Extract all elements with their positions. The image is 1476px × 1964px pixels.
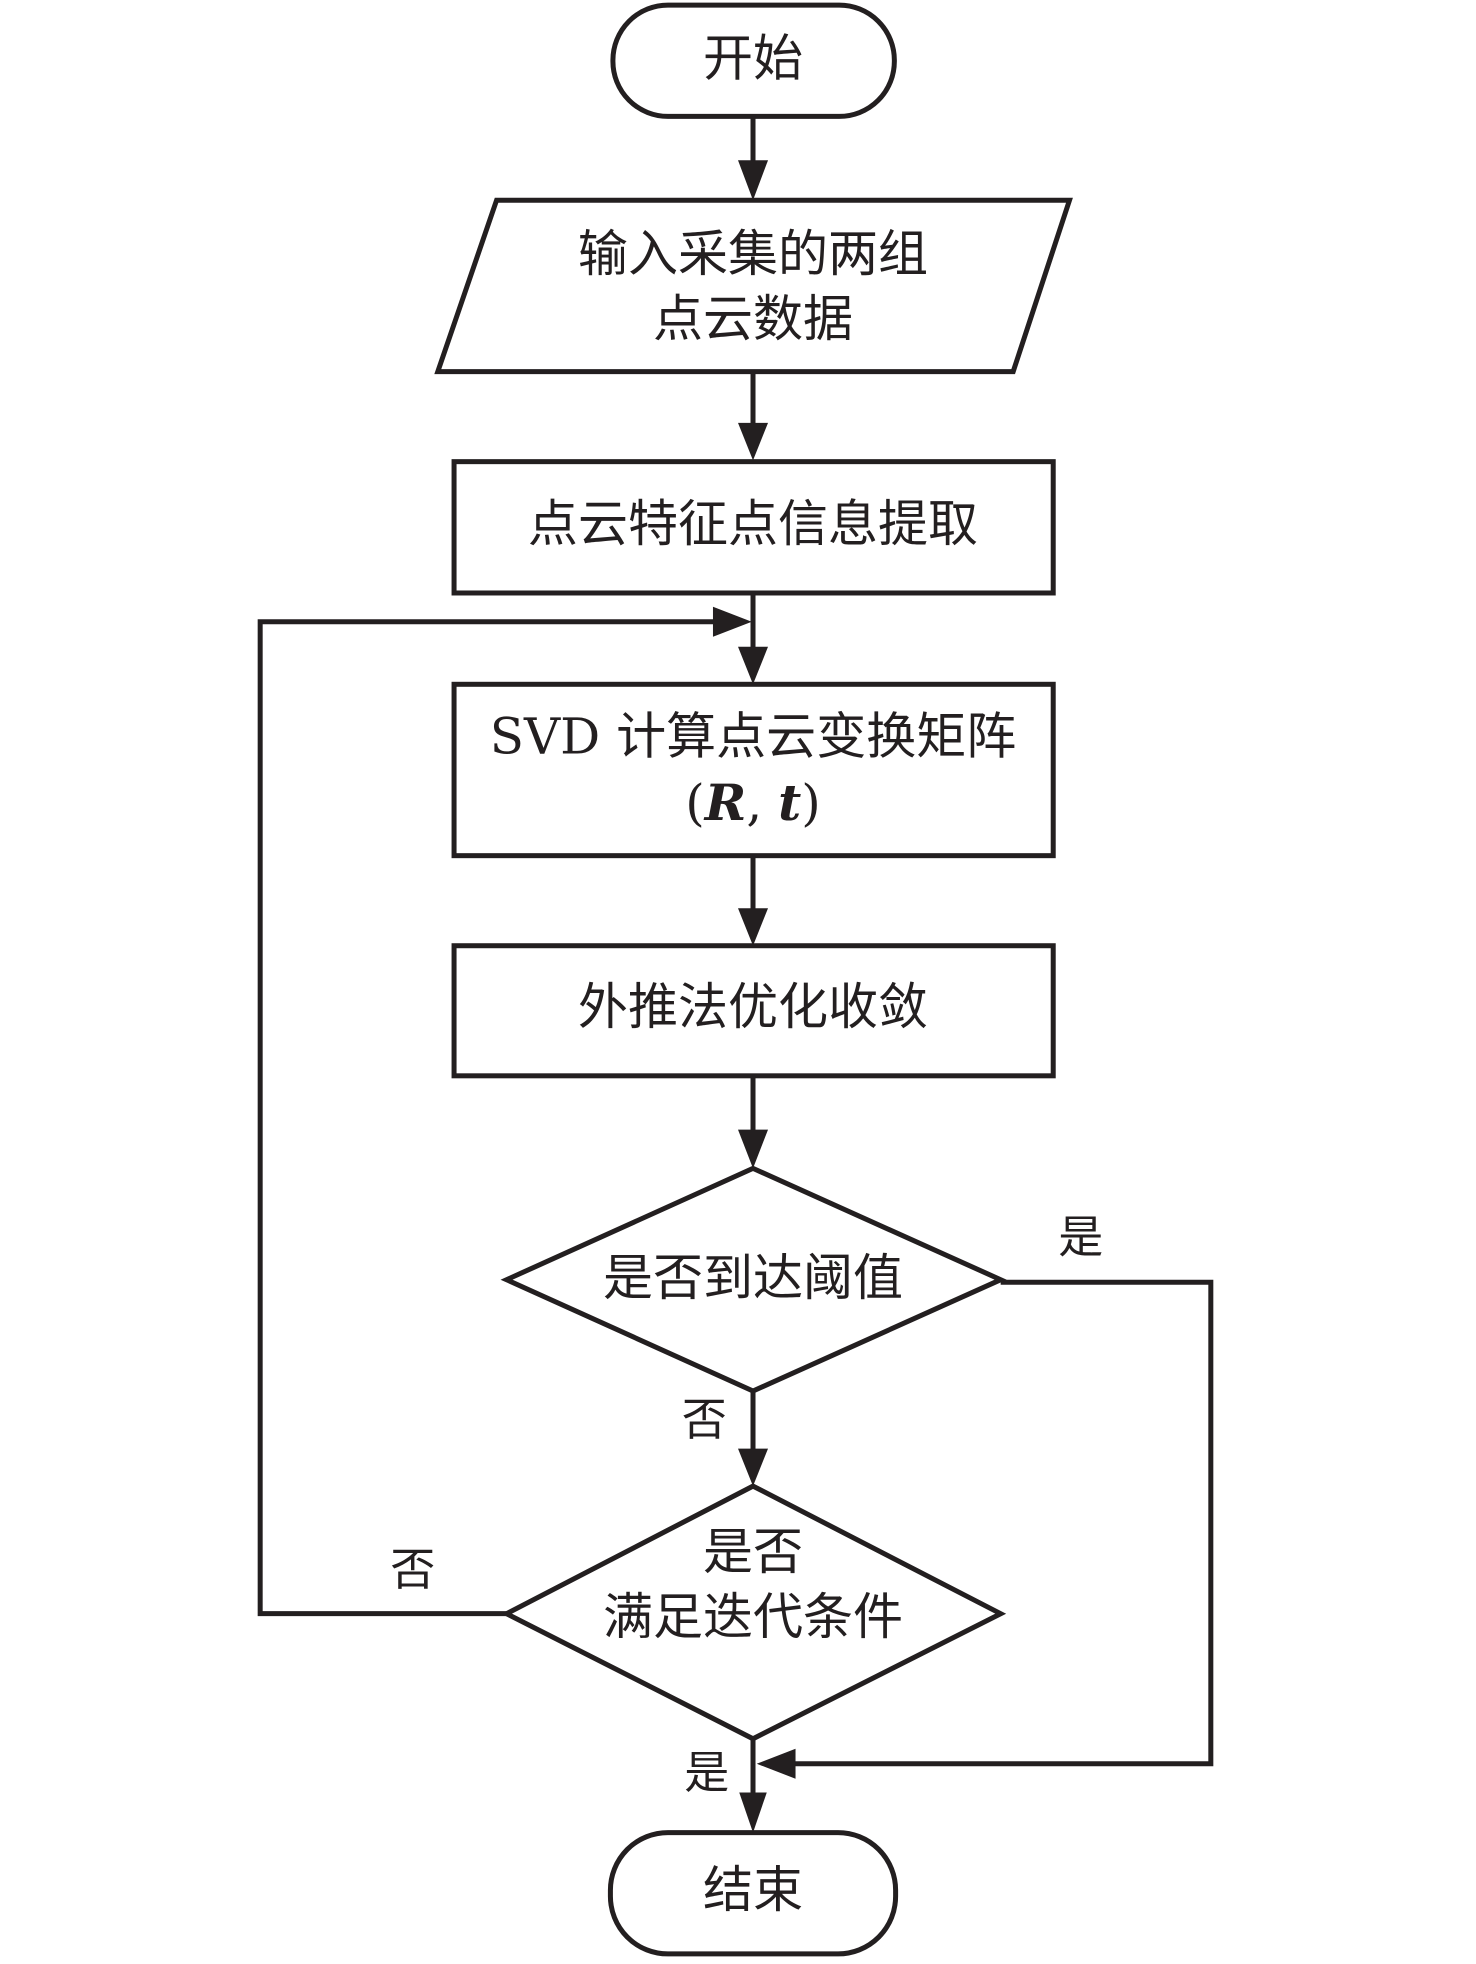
- arrow-head-icon: [712, 606, 752, 637]
- paren-open: (: [685, 774, 705, 832]
- arrow-head-icon: [738, 908, 769, 946]
- svd-label-line2: (R, t): [685, 773, 821, 832]
- input-shape: [434, 197, 1073, 375]
- arrow-head-icon: [738, 1448, 769, 1487]
- paren-close: ): [801, 774, 821, 832]
- threshold-decision-node: 是否到达阈值: [500, 1165, 1007, 1394]
- svd-shape: [451, 681, 1056, 859]
- end-label: 结束: [703, 1861, 803, 1919]
- input-label-line1: 输入采集的两组: [578, 225, 928, 283]
- arrow-head-icon: [738, 646, 769, 685]
- input-node: 输入采集的两组 点云数据: [434, 197, 1073, 375]
- end-node: 结束: [607, 1830, 899, 1957]
- start-label: 开始: [703, 30, 803, 88]
- separator: ,: [746, 774, 778, 832]
- connector-threshold-yes: [785, 1279, 1214, 1767]
- feature-extraction-label: 点云特征点信息提取: [528, 495, 978, 553]
- arrow-head-icon: [738, 1129, 769, 1169]
- label-threshold-yes: 是: [1058, 1210, 1103, 1263]
- feature-extraction-node: 点云特征点信息提取: [451, 459, 1056, 596]
- feature-extraction-shape: [451, 459, 1056, 596]
- arrow-head-icon: [738, 160, 769, 201]
- label-iteration-no: 否: [390, 1543, 435, 1596]
- iteration-decision-node: 是否 满足迭代条件: [501, 1483, 1007, 1742]
- input-label-line2: 点云数据: [653, 290, 853, 348]
- iteration-decision-label-line1: 是否: [703, 1523, 803, 1581]
- svd-node: SVD 计算点云变换矩阵 (R, t): [451, 681, 1056, 859]
- arrow-head-icon: [738, 422, 769, 461]
- start-node: 开始: [610, 2, 897, 119]
- threshold-decision-label: 是否到达阈值: [603, 1249, 903, 1307]
- iteration-decision-label-line2: 满足迭代条件: [603, 1588, 903, 1646]
- svd-label-line1: SVD 计算点云变换矩阵: [490, 708, 1017, 766]
- end-shape: [607, 1830, 899, 1957]
- translation-symbol: t: [778, 773, 801, 832]
- connector-loop-back: [257, 619, 723, 1617]
- extrapolation-shape: [451, 943, 1056, 1079]
- arrow-head-icon: [739, 1792, 767, 1833]
- extrapolation-node: 外推法优化收敛: [451, 943, 1056, 1079]
- label-iteration-yes: 是: [684, 1746, 729, 1799]
- arrow-head-icon: [756, 1748, 796, 1779]
- rotation-symbol: R: [703, 773, 747, 832]
- extrapolation-label: 外推法优化收敛: [578, 978, 928, 1036]
- label-threshold-no: 否: [682, 1393, 727, 1446]
